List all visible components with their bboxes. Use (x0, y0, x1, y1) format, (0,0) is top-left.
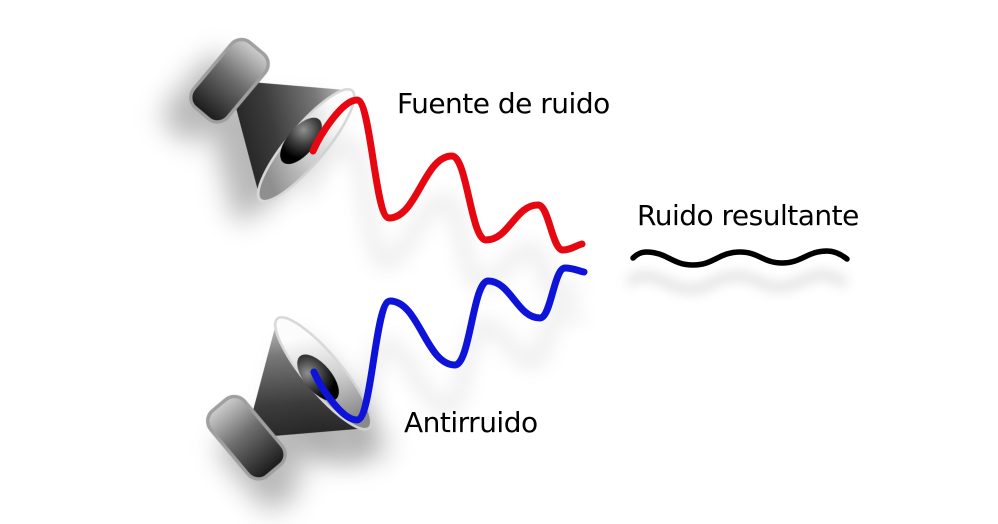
anti-noise-label: Antirruido (404, 406, 538, 439)
resultant-wave (630, 248, 850, 268)
bottom-speaker-icon (181, 304, 386, 509)
noise-source-label: Fuente de ruido (397, 87, 610, 120)
noise-wave (309, 96, 586, 254)
resulting-noise-label: Ruido resultante (637, 199, 859, 232)
antinoise-wave (310, 264, 588, 424)
